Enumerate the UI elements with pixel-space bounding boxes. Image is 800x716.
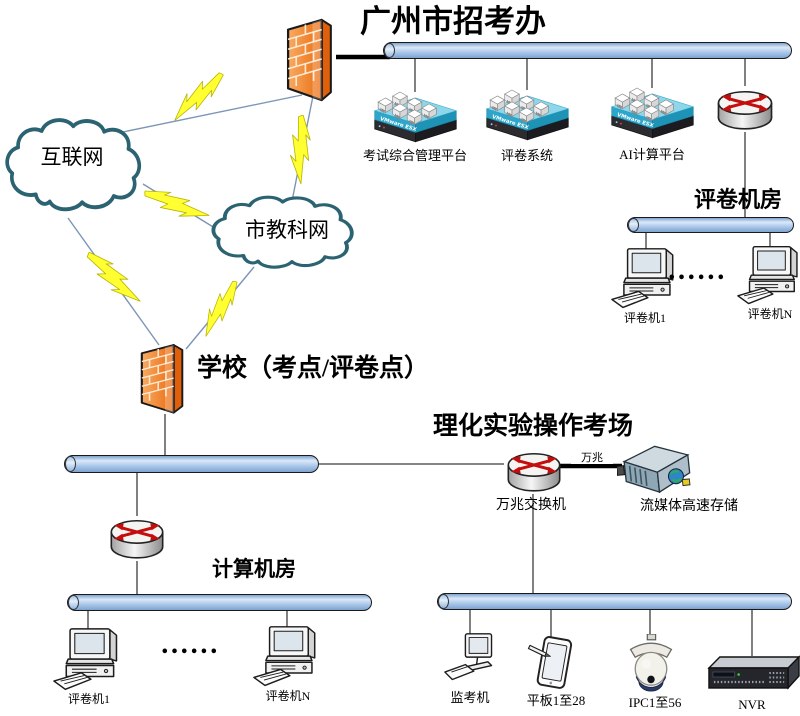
cloud-internet-label: 互联网 [40,145,104,169]
platform-label-ai-computing: AI计算平台 [619,147,685,162]
storage-icon [617,441,693,496]
platform-label-exam-mgmt: 考试综合管理平台 [362,148,467,163]
lightning-bolt [192,277,248,339]
desktop-pc-icon [53,628,118,691]
school-label: 学校（考点/评卷点） [197,355,429,382]
router-icon [716,90,774,131]
bus-marking-room [627,217,794,233]
nvr-icon [707,655,800,690]
link-speed-label: 万兆 [571,452,613,465]
desktop-pc-icon [737,246,798,305]
proctor-pc-icon [444,633,493,681]
firewall-icon [140,343,184,414]
platform-label-marking-system: 评卷系统 [500,148,553,163]
bus-school [64,455,319,473]
bus-computer-room [67,594,372,611]
marking-pcN-label: 评卷机N [747,307,793,321]
lightning-bolt [141,177,212,232]
camera-label: IPC1至56 [628,695,682,710]
marking-pc1-label: 评卷机1 [623,311,666,325]
lightning-bolt [164,69,232,124]
firewall-icon [286,18,332,102]
dome-camera-icon [629,634,673,692]
lightning-bolt [83,242,144,313]
tablet-icon [525,634,573,690]
diagram-title: 广州市招考办 [360,4,546,39]
computer-room-title: 计算机房 [212,557,296,581]
router-icon [109,519,165,560]
tablet-label: 平板1至28 [526,693,586,708]
computer-pc1-label: 评卷机1 [67,692,110,706]
vm-server-stack [486,89,569,141]
switch-label: 万兆交换机 [496,498,566,513]
storage-label: 流媒体高速存储 [640,499,738,514]
cloud-edu-net-label: 市教科网 [245,218,329,242]
proctor-label: 监考机 [450,690,490,705]
marking-room-title: 评卷机房 [693,187,782,212]
computer-pcN-label: 评卷机N [265,689,311,703]
switch-10g-icon [506,452,562,493]
nvr-label: NVR [738,697,766,712]
bus-drop-lines [87,58,771,656]
bus-exam-room [437,593,792,610]
exam-room-title: 理化实验操作考场 [433,413,634,440]
marking-room-ellipsis: •••••• [667,271,727,286]
computer-room-ellipsis: •••••• [160,645,220,660]
vm-server-stack [374,91,457,143]
vm-server-stack [611,87,694,139]
bus-admissions-office [383,42,792,59]
lightning-bolt [282,113,319,185]
desktop-pc-icon [253,626,316,687]
